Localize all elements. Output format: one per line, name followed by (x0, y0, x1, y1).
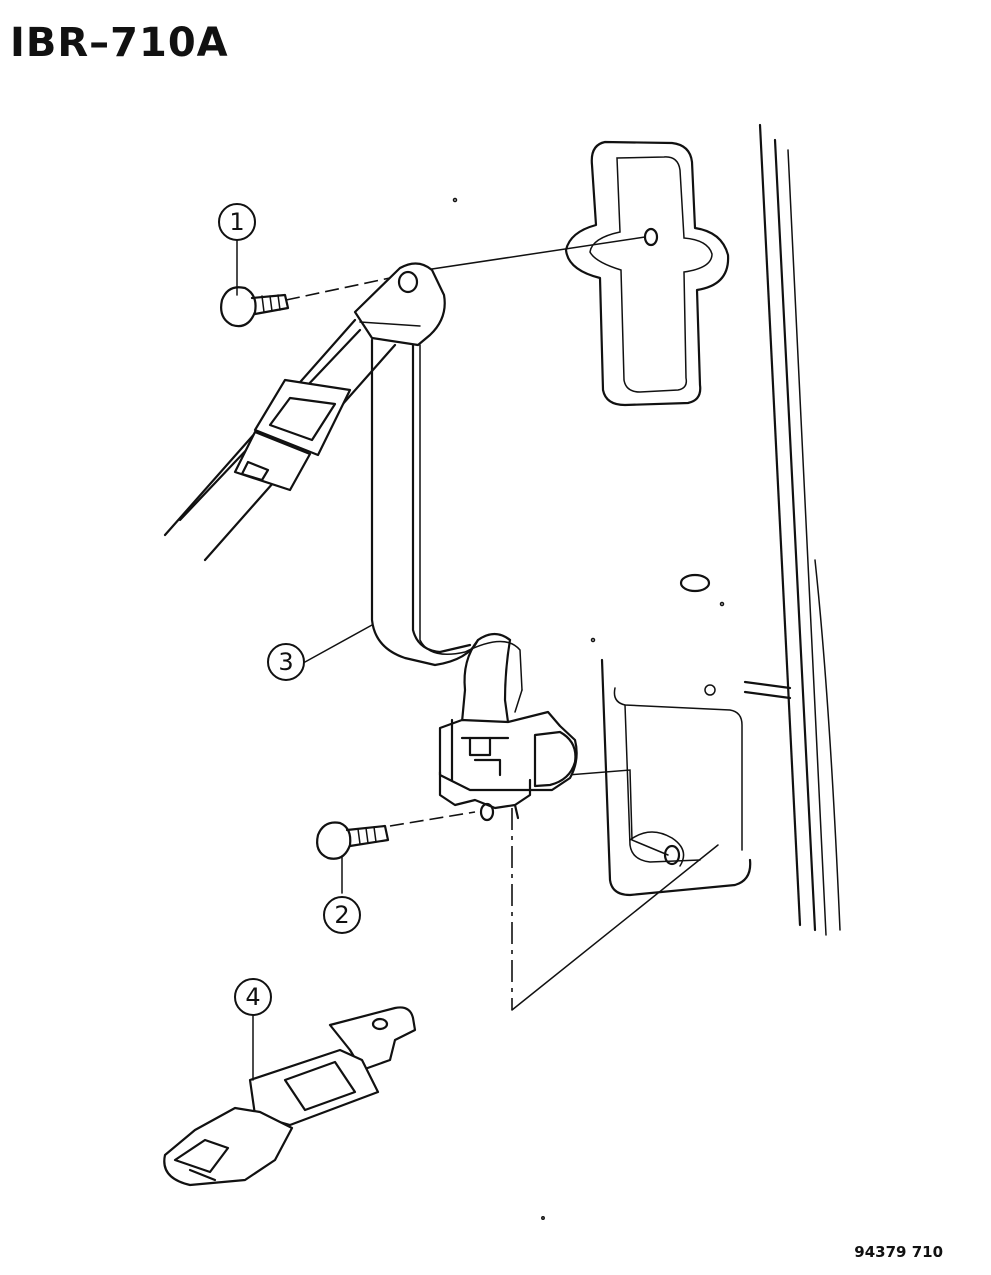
diagram-title: IBR–710A (10, 20, 229, 66)
upper-anchor-recess (564, 140, 730, 407)
retractor-assembly (438, 710, 578, 822)
seat-belt-buckle (163, 1006, 417, 1187)
callout-1-label: 1 (229, 208, 244, 236)
pillar-edge (758, 123, 841, 936)
lower-retractor-recess (452, 197, 792, 897)
callout-3-label: 3 (278, 648, 293, 676)
leader-lines (236, 239, 373, 1081)
belt-latch-plate (233, 378, 352, 492)
lower-retractor-bolt (316, 821, 390, 860)
callout-1: 1 (218, 203, 256, 241)
shoulder-belt-webbing (163, 262, 523, 724)
callout-4-label: 4 (245, 983, 260, 1011)
callout-4: 4 (234, 978, 272, 1016)
callout-2-label: 2 (334, 901, 349, 929)
callout-3: 3 (267, 643, 305, 681)
upper-anchor-bolt (220, 286, 290, 328)
callout-2: 2 (323, 896, 361, 934)
alignment-lines (285, 236, 719, 1011)
figure-code: 94379 710 (854, 1243, 943, 1261)
